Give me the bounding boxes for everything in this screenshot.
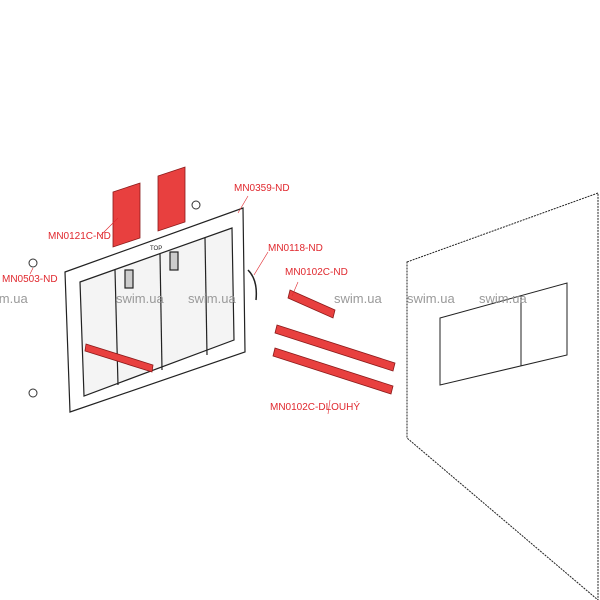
rod-short	[287, 289, 336, 319]
rod-frame	[84, 343, 154, 373]
watermark: swim.ua	[116, 291, 164, 306]
leader-lines	[29, 195, 331, 415]
label-mn0503: MN0503-ND	[2, 274, 58, 285]
rod-long-1	[274, 324, 396, 372]
label-mn0359: MN0359-ND	[234, 183, 290, 194]
clip-right	[157, 166, 186, 232]
rod-long-2	[272, 347, 394, 395]
watermark: swim.ua	[407, 291, 455, 306]
label-mn0102c-long: MN0102C-DLOUHÝ	[270, 402, 361, 413]
clip-left	[112, 182, 141, 248]
label-mn0121c: MN0121C-ND	[48, 231, 111, 242]
spring-part	[247, 269, 258, 301]
watermark: swim.ua	[188, 291, 236, 306]
screws	[28, 200, 201, 398]
label-mn0102c: MN0102C-ND	[285, 267, 348, 278]
watermark: swim.ua	[334, 291, 382, 306]
label-mn0118: MN0118-ND	[268, 243, 323, 254]
watermark: swim.ua	[479, 291, 527, 306]
watermark: swim.ua	[0, 291, 28, 306]
top-mark: TOP	[150, 246, 162, 252]
cover-plate	[406, 192, 599, 600]
